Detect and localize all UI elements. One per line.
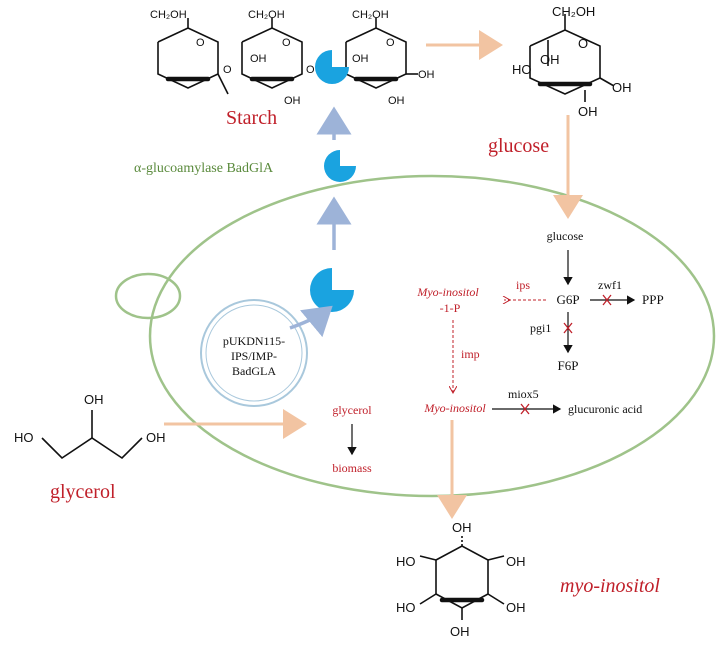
glucose-ho: HO bbox=[512, 62, 532, 77]
mi-oh-bottom-right: OH bbox=[506, 600, 526, 615]
ring3-oh-a: OH bbox=[352, 53, 369, 65]
enzyme-label: α-glucoamylase BadGlA bbox=[134, 161, 274, 176]
ring3-oh-c: OH bbox=[388, 95, 405, 107]
pw-glycerol: glycerol bbox=[332, 403, 372, 417]
glucose-ch2oh: CH₂OH bbox=[552, 4, 595, 19]
pw-ips: ips bbox=[516, 278, 530, 292]
pw-ppp: PPP bbox=[642, 292, 664, 307]
pw-pgi1: pgi1 bbox=[530, 321, 551, 335]
plasmid-circle bbox=[200, 299, 308, 407]
plasmid-label-1: pUKDN115- bbox=[223, 334, 285, 348]
glucose-oh-a: OH bbox=[540, 52, 560, 67]
block-miox5-icon bbox=[520, 403, 530, 415]
link-o-2: O bbox=[306, 64, 315, 76]
pw-zwf1: zwf1 bbox=[598, 278, 622, 292]
plasmid-label-3: BadGLA bbox=[232, 364, 276, 378]
ring2-ch2oh: CH₂OH bbox=[248, 9, 285, 21]
pw-mi1p-2: -1-P bbox=[440, 301, 461, 315]
glucose-structure: CH₂OH O HO OH OH OH bbox=[512, 4, 632, 119]
arrow-plasmid-to-enzyme bbox=[289, 305, 333, 338]
starch-structure: CH₂OH O O CH₂OH O OH OH O CH₂OH O OH OH … bbox=[150, 9, 435, 107]
block-zwf1-icon bbox=[602, 294, 612, 306]
myo-inositol-label: myo-inositol bbox=[560, 575, 660, 597]
glucose-oh-b: OH bbox=[612, 80, 632, 95]
pw-f6p: F6P bbox=[558, 358, 579, 373]
block-pgi1-icon bbox=[563, 322, 573, 334]
glycerol-ho: HO bbox=[14, 430, 34, 445]
glycerol-label: glycerol bbox=[50, 481, 116, 503]
enzyme-icon-in-cell bbox=[310, 268, 354, 312]
ring3-o: O bbox=[386, 37, 395, 49]
glucose-label: glucose bbox=[488, 135, 549, 157]
plasmid-label-2: IPS/IMP- bbox=[231, 349, 277, 363]
glycerol-oh-right: OH bbox=[146, 430, 166, 445]
mi-oh-top: OH bbox=[452, 520, 472, 535]
glucose-oh-c: OH bbox=[578, 104, 598, 119]
enzyme-at-starch bbox=[315, 50, 349, 84]
pw-mi1p-1: Myo-inositol bbox=[416, 285, 479, 299]
mi-oh-right: OH bbox=[506, 554, 526, 569]
pw-g6p: G6P bbox=[556, 292, 579, 307]
cell-bud bbox=[114, 272, 182, 320]
mi-ho-bottom-left: HO bbox=[396, 600, 416, 615]
ring3-oh-b: OH bbox=[418, 69, 435, 81]
mi-oh-bottom: OH bbox=[450, 624, 470, 639]
glycerol-oh-top: OH bbox=[84, 392, 104, 407]
ring1-ch2oh: CH₂OH bbox=[150, 9, 187, 21]
pw-imp: imp bbox=[461, 347, 480, 361]
cell-membrane bbox=[148, 174, 716, 498]
ring2-o: O bbox=[282, 37, 291, 49]
ring2-oh-b: OH bbox=[284, 95, 301, 107]
pw-biomass: biomass bbox=[332, 461, 372, 475]
ring1-o: O bbox=[196, 37, 205, 49]
link-o-1: O bbox=[223, 64, 232, 76]
pw-glucuronic: glucuronic acid bbox=[568, 402, 642, 416]
starch-label: Starch bbox=[226, 107, 277, 129]
pw-myo-inositol: Myo-inositol bbox=[423, 401, 486, 415]
ring3-ch2oh: CH₂OH bbox=[352, 9, 389, 21]
enzyme-icon bbox=[324, 150, 356, 182]
plasmid-circle-inner bbox=[205, 304, 303, 402]
myo-inositol-structure: OH HO OH HO OH OH bbox=[396, 520, 526, 639]
mi-ho-left: HO bbox=[396, 554, 416, 569]
glycerol-structure: OH HO OH bbox=[14, 392, 166, 460]
pw-glucose: glucose bbox=[547, 229, 584, 243]
glucose-o: O bbox=[578, 36, 588, 51]
ring2-oh-a: OH bbox=[250, 53, 267, 65]
pw-miox5: miox5 bbox=[508, 387, 539, 401]
